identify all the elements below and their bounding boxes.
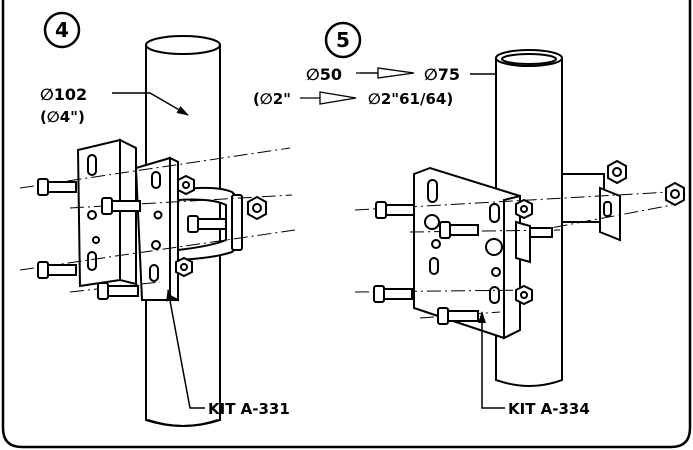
step-5-arrow-2 bbox=[300, 91, 357, 105]
step-5-group: 5 ∅50 ∅75 (∅2" ∅2"61/64) bbox=[253, 21, 685, 418]
bracket-front-4 bbox=[134, 156, 179, 302]
plate-5 bbox=[413, 166, 521, 340]
u-clamp-4 bbox=[177, 186, 243, 262]
nut bbox=[175, 256, 193, 278]
bracket-back-4 bbox=[76, 138, 137, 288]
step-5-dim-to-in: ∅2"61/64) bbox=[368, 90, 453, 108]
step-4-number: 4 bbox=[55, 18, 69, 42]
bolt bbox=[37, 261, 77, 279]
bolt bbox=[187, 215, 227, 233]
step-5-dim-to-mm: ∅75 bbox=[424, 65, 460, 84]
kit-a331-label: KIT A-331 bbox=[208, 400, 290, 418]
bolt bbox=[373, 285, 413, 303]
pipe-4 bbox=[145, 35, 221, 427]
bolts-4 bbox=[37, 178, 227, 300]
bolt bbox=[375, 201, 415, 219]
inner-clamp-5 bbox=[515, 220, 531, 264]
step-5-number: 5 bbox=[336, 28, 350, 52]
step-5-badge: 5 bbox=[324, 21, 362, 59]
kit-a334-label: KIT A-334 bbox=[508, 400, 590, 418]
nut bbox=[515, 198, 533, 220]
step-4-group: 4 ∅102 (∅4") bbox=[19, 11, 296, 427]
nuts-4 bbox=[175, 174, 267, 278]
kit-a334-leader bbox=[478, 311, 505, 409]
nut bbox=[607, 159, 627, 185]
bolt bbox=[529, 227, 553, 238]
step-5-dim-from-in: (∅2" bbox=[253, 90, 291, 108]
step-4-dim-in: (∅4") bbox=[40, 108, 85, 126]
step-5-dim-from-mm: ∅50 bbox=[306, 65, 342, 84]
nut bbox=[515, 284, 533, 306]
step-4-badge: 4 bbox=[43, 11, 81, 49]
nut bbox=[177, 174, 195, 196]
step-4-dim-mm: ∅102 bbox=[40, 85, 87, 104]
bolts-5 bbox=[373, 201, 553, 325]
side-bracket-5 bbox=[561, 173, 621, 242]
bolt bbox=[97, 282, 139, 300]
bolt bbox=[437, 307, 479, 325]
nut bbox=[665, 181, 685, 207]
nuts-5 bbox=[515, 159, 685, 306]
nut bbox=[247, 195, 267, 221]
bolt bbox=[37, 178, 77, 196]
step-5-arrow-1 bbox=[356, 67, 415, 79]
step-4-dim-leader bbox=[112, 92, 189, 116]
kit-a331-leader bbox=[166, 289, 205, 409]
bolt bbox=[439, 221, 479, 239]
bolt bbox=[101, 197, 141, 215]
